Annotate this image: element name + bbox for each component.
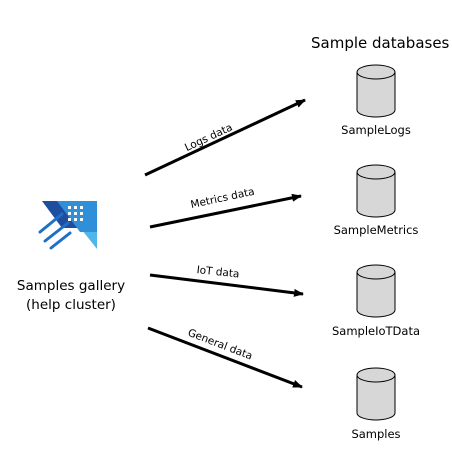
arrow-general <box>147 326 303 389</box>
database-label: SampleMetrics <box>333 223 419 237</box>
database-label: SampleLogs <box>341 123 411 137</box>
gallery-label: Samples gallery (help cluster) <box>6 277 136 315</box>
azure-data-explorer-icon <box>38 201 97 250</box>
database-icon <box>356 264 396 318</box>
arrow-logs <box>144 98 306 177</box>
diagram-heading: Sample databases <box>311 34 450 52</box>
database-label: SampleIoTData <box>331 324 421 338</box>
database-label: Samples <box>351 427 401 441</box>
arrow-metrics <box>149 193 302 229</box>
gallery-label-line1: Samples gallery <box>16 278 126 294</box>
gallery-label-line2: (help cluster) <box>26 297 116 313</box>
database-icon <box>356 367 396 421</box>
database-icon <box>356 64 396 118</box>
database-icon <box>356 164 396 218</box>
arrow-iot <box>149 273 304 297</box>
